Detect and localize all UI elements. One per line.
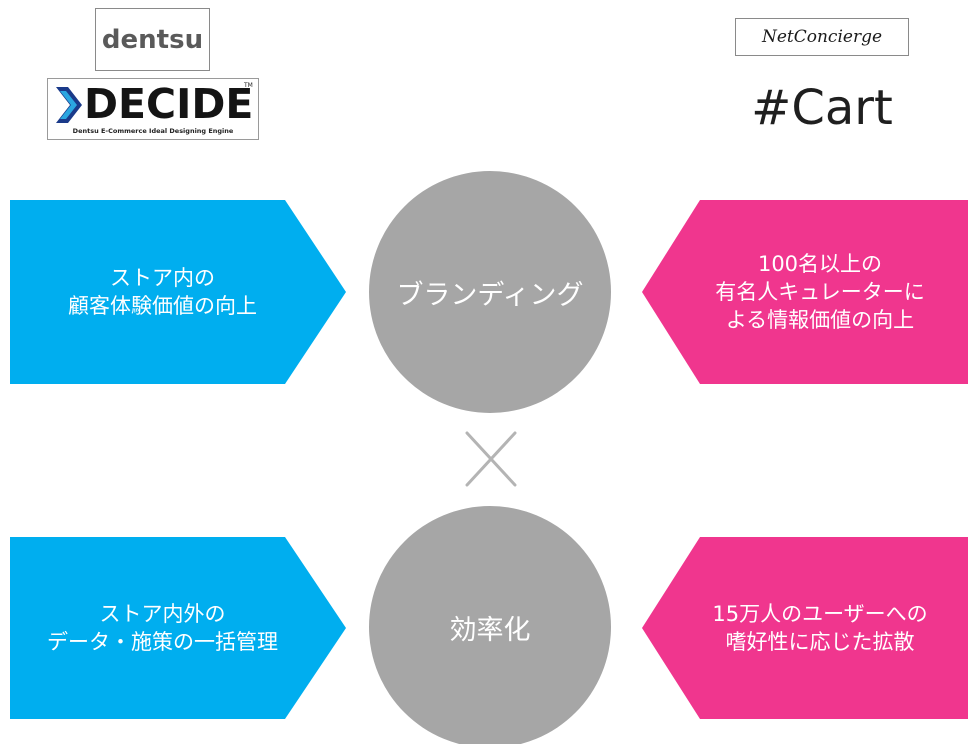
decide-logo-subtitle: Dentsu E-Commerce Ideal Designing Engine [72,127,234,135]
top-right-arrow-shape [642,200,968,384]
top-right-box-line: よる情報価値の向上 [725,308,915,332]
bottom-left-arrow-shape [10,537,346,719]
top-left-box-line: ストア内の [110,266,215,290]
top-right-box-line: 100名以上の [757,252,883,276]
bottom-left-box-line: ストア内外の [99,602,226,626]
top-circle-label: ブランディング [396,279,584,311]
net-concierge-logo-text: NetConcierge [761,27,883,47]
decide-chevron-icon [56,87,82,123]
bottom-right-box-label: 15万人のユーザーへの 嗜好性に応じた拡散 [672,537,968,719]
decide-logo-trademark: TM [244,82,253,89]
bottom-right-arrow-shape [642,537,968,719]
dentsu-logo-text: dentsu [101,24,204,55]
bottom-right-box-line: 15万人のユーザーへの [712,602,928,626]
top-right-box-line: 有名人キュレーターに [715,280,925,304]
top-right-box-label: 100名以上の 有名人キュレーターに よる情報価値の向上 [672,200,968,384]
bottom-right-box-line: 嗜好性に応じた拡散 [725,630,915,654]
bottom-circle-label: 効率化 [449,614,531,646]
bottom-left-box-label: ストア内外の データ・施策の一括管理 [10,537,315,719]
dentsu-logo: dentsu [95,8,210,71]
cross-icon [465,431,517,487]
bottom-circle-shape [369,506,611,744]
bottom-left-box-line: データ・施策の一括管理 [47,630,278,654]
decide-logo-title: DECIDE [84,80,254,128]
net-concierge-logo: NetConcierge [735,18,909,56]
top-left-box-label: ストア内の 顧客体験価値の向上 [10,200,315,384]
top-left-arrow-shape [10,200,346,384]
decide-logo: DECIDE TM Dentsu E-Commerce Ideal Design… [47,78,259,140]
cart-logo: #Cart [751,80,893,136]
top-left-box-line: 顧客体験価値の向上 [68,294,257,318]
top-circle-shape [369,171,611,413]
